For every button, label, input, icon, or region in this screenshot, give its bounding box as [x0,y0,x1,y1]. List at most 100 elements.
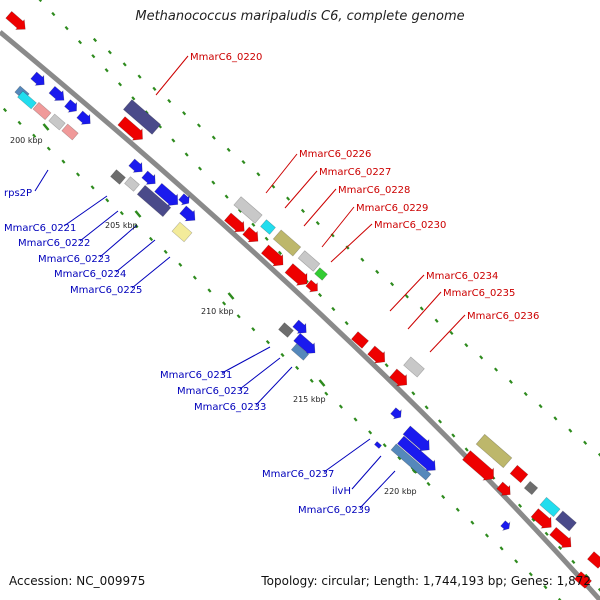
tick-mark [568,428,573,433]
tick-mark [75,172,81,177]
gene-label-mmarc6-0230[interactable]: MmarC6_0230 [374,220,446,231]
gene-feature[interactable] [523,480,539,496]
gene-feature[interactable] [233,196,263,224]
kbp-label: 215 kbp [293,395,326,404]
gene-label-mmarc6-0237[interactable]: MmarC6_0237 [262,469,334,480]
gene-feature[interactable] [110,169,126,185]
gene-feature[interactable] [48,85,69,105]
gene-label-mmarc6-0231[interactable]: MmarC6_0231 [160,370,232,381]
leader-line [155,55,189,96]
gene-feature[interactable] [48,113,66,131]
gene-feature[interactable] [127,158,146,177]
gene-label-mmarc6-0233[interactable]: MmarC6_0233 [194,402,266,413]
gene-feature[interactable] [290,343,310,361]
tick-mark [90,185,95,190]
gene-feature[interactable] [61,123,79,141]
tick-mark [251,327,256,332]
gene-feature[interactable] [374,441,382,449]
gene-label-mmarc6-0226[interactable]: MmarC6_0226 [299,149,371,160]
tick-mark [479,355,484,360]
gene-label-mmarc6-0239[interactable]: MmarC6_0239 [298,505,370,516]
gene-feature[interactable] [124,176,140,192]
gene-label-mmarc6-0224[interactable]: MmarC6_0224 [54,269,126,280]
tick-mark [451,433,456,438]
gene-feature[interactable] [390,443,432,481]
gene-feature[interactable] [260,243,288,270]
kbp-label: 205 kbp [105,221,138,230]
gene-feature[interactable] [574,571,592,589]
gene-feature[interactable] [548,526,575,552]
gene-label-mmarc6-0236[interactable]: MmarC6_0236 [467,311,539,322]
gene-label-mmarc6-0234[interactable]: MmarC6_0234 [426,271,498,282]
gene-feature[interactable] [241,225,262,246]
gene-feature[interactable] [260,219,276,235]
gene-features [4,10,600,589]
gene-label-ilvh[interactable]: ilvH [332,486,351,497]
gene-feature[interactable] [17,90,37,110]
gene-label-mmarc6-0229[interactable]: MmarC6_0229 [356,203,428,214]
gene-feature[interactable] [272,229,302,257]
gene-label-mmarc6-0222[interactable]: MmarC6_0222 [18,238,90,249]
gene-feature[interactable] [403,356,425,378]
gene-feature[interactable] [278,322,294,338]
tick-mark [131,96,136,101]
leader-line [389,274,425,312]
gene-label-mmarc6-0220[interactable]: MmarC6_0220 [190,52,262,63]
gene-label-mmarc6-0232[interactable]: MmarC6_0232 [177,386,249,397]
gene-feature[interactable] [117,115,148,145]
gene-feature[interactable] [539,496,561,518]
tick-mark [434,318,439,323]
gene-label-rps2p[interactable]: rps2P [4,188,32,199]
gene-feature[interactable] [32,101,52,121]
tick-mark [92,37,98,43]
gene-feature[interactable] [292,332,319,358]
gene-feature[interactable] [223,212,249,237]
gene-feature[interactable] [314,267,328,281]
gene-feature[interactable] [122,99,162,135]
tick-mark [360,257,365,262]
tick-mark [309,378,314,383]
gene-feature[interactable] [495,481,514,500]
gene-label-mmarc6-0223[interactable]: MmarC6_0223 [38,254,110,265]
gene-feature[interactable] [402,424,434,455]
gene-feature[interactable] [509,464,529,484]
gene-feature[interactable] [297,250,321,272]
gene-feature[interactable] [475,433,513,469]
gene-feature[interactable] [587,551,600,569]
gene-feature[interactable] [388,367,411,390]
gene-feature[interactable] [555,510,577,532]
gene-feature[interactable] [4,10,29,34]
gene-feature[interactable] [530,507,556,533]
gene-feature[interactable] [351,331,369,349]
gene-label-mmarc6-0235[interactable]: MmarC6_0235 [443,288,515,299]
gene-feature[interactable] [136,184,172,218]
tick-mark [368,430,373,435]
gene-feature[interactable] [284,262,313,290]
tick-mark [544,531,549,536]
gene-label-mmarc6-0225[interactable]: MmarC6_0225 [70,285,142,296]
gene-feature[interactable] [499,519,512,533]
tick-mark [46,146,51,151]
gene-feature[interactable] [75,110,94,129]
gene-feature[interactable] [461,449,499,485]
gene-feature[interactable] [140,170,159,189]
gene-feature[interactable] [178,204,199,225]
gene-feature[interactable] [29,71,48,90]
tick-mark [514,559,519,564]
gene-feature[interactable] [63,98,81,116]
gene-feature[interactable] [153,182,182,210]
gene-feature[interactable] [305,279,322,296]
gene-feature[interactable] [396,435,440,476]
gene-feature[interactable] [291,319,310,338]
gene-label-mmarc6-0227[interactable]: MmarC6_0227 [319,167,391,178]
gene-feature[interactable] [177,192,192,208]
genome-summary-text: Topology: circular; Length: 1,744,193 bp… [261,574,591,588]
gene-feature[interactable] [366,344,389,367]
accession-text: Accession: NC_009975 [9,574,146,588]
gene-feature[interactable] [171,221,193,243]
gene-label-mmarc6-0221[interactable]: MmarC6_0221 [4,223,76,234]
gene-feature[interactable] [389,406,404,422]
gene-label-mmarc6-0228[interactable]: MmarC6_0228 [338,185,410,196]
tick-mark [375,269,380,275]
